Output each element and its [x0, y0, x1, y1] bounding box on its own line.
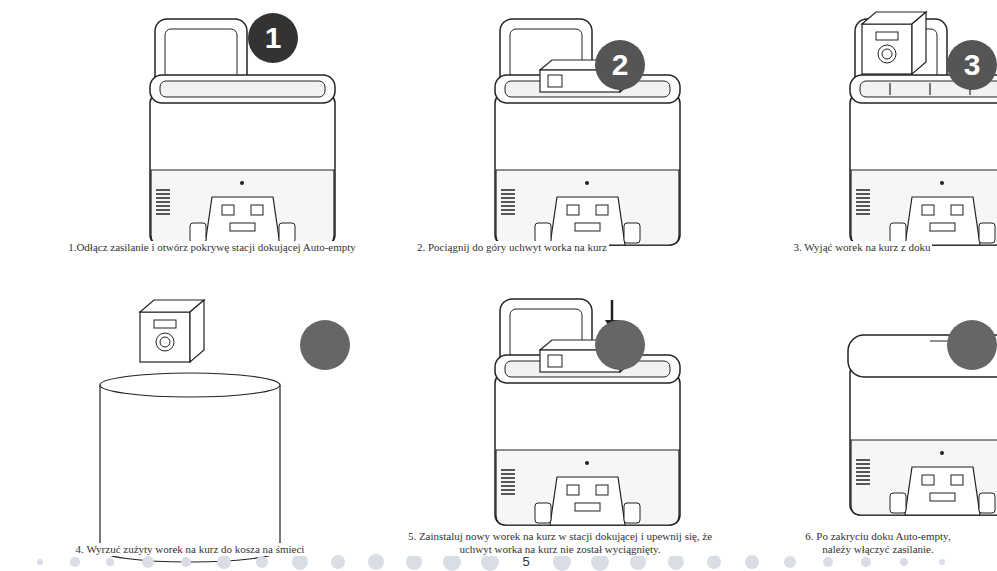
- step-number: 2: [612, 50, 629, 80]
- step-caption: 2. Pociągnij do góry uchwyt worka na kur…: [415, 241, 609, 254]
- step-caption: 5. Zainstaluj nowy worek na kurz w stacj…: [406, 530, 715, 556]
- step-caption: 3. Wyjąć worek na kurz z doku: [792, 241, 933, 254]
- step-caption: 6. Po zakryciu doku Auto-empty, należy w…: [789, 530, 968, 556]
- step-caption: 4. Wyrzuć zużyty worek na kurz do kosza …: [74, 543, 307, 556]
- step-number: 3: [964, 50, 981, 80]
- step-caption: 1.Odłącz zasilanie i otwórz pokrywę stac…: [66, 241, 358, 254]
- step-number: 1: [265, 23, 282, 53]
- page-number: 5: [519, 554, 532, 569]
